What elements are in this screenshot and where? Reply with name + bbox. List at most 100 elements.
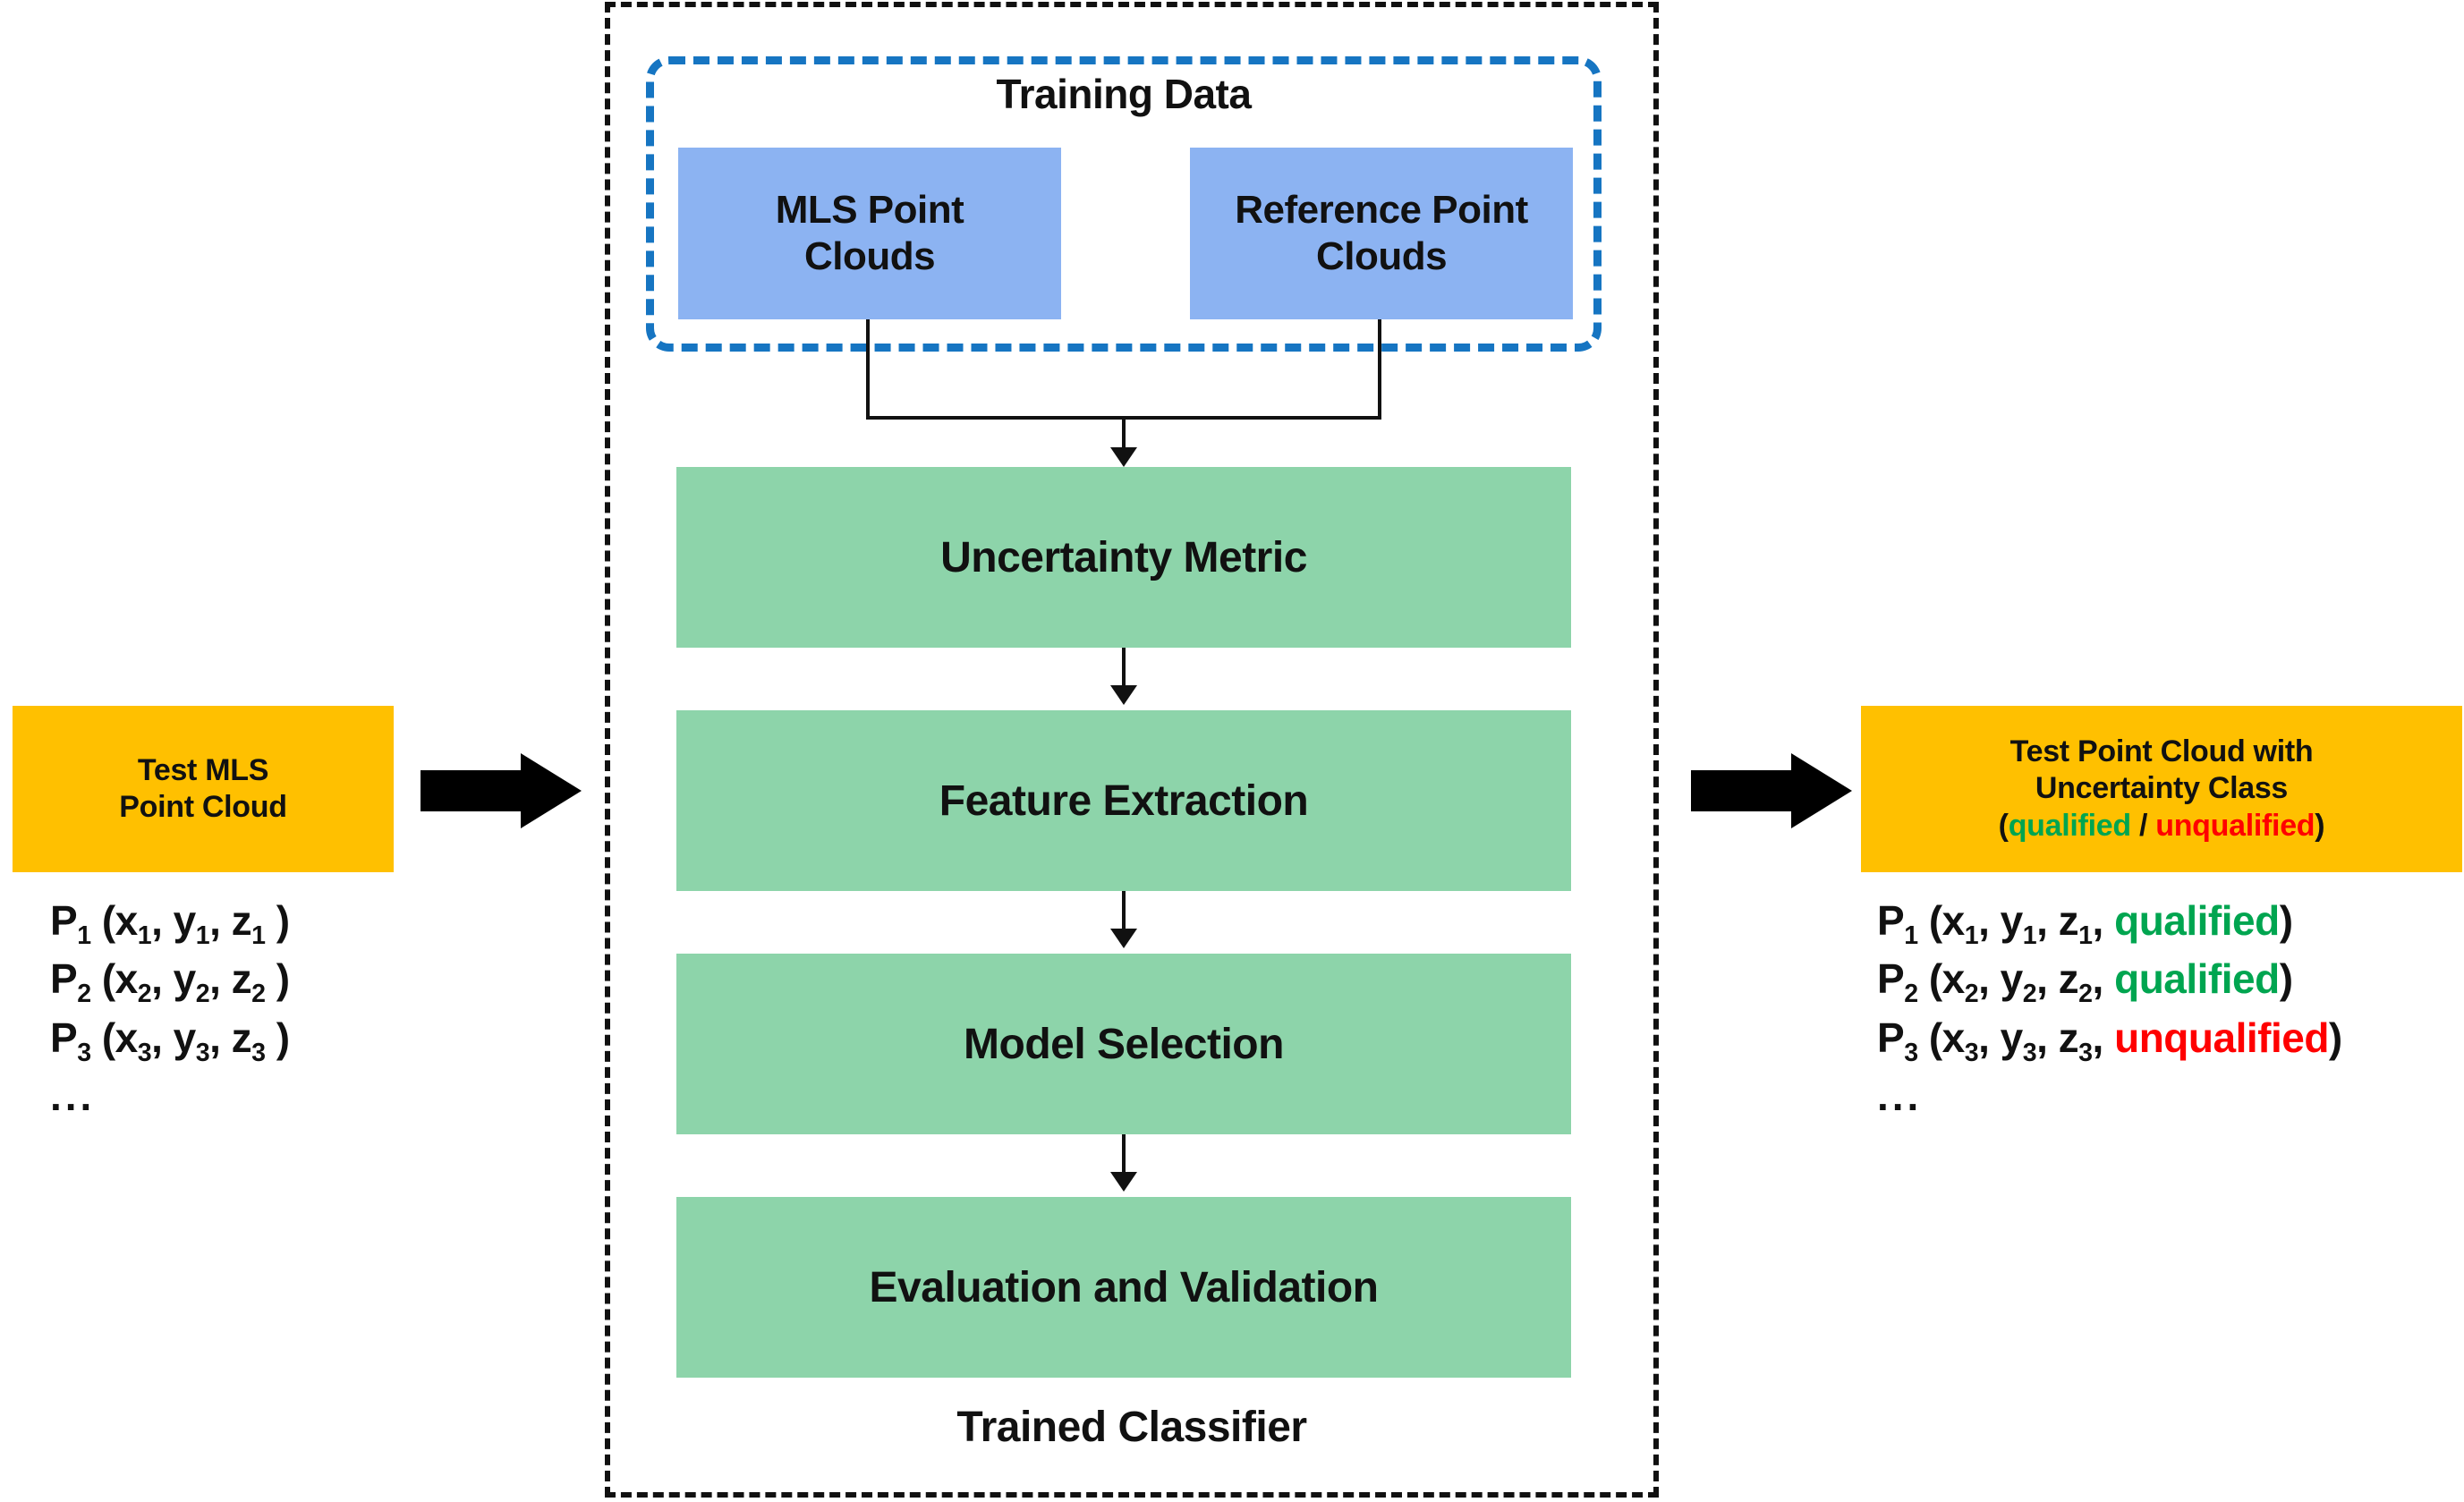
mls-line-1: MLS Point — [775, 188, 964, 233]
connector-mls-down — [866, 319, 870, 420]
output-p1-class: qualified — [2114, 897, 2280, 944]
output-point-row-3: P3 (x3, y3, z3, unqualified) — [1877, 1012, 2342, 1070]
training-data-frame — [646, 56, 1602, 352]
output-p3-y-sub: 3 — [2022, 1038, 2037, 1067]
output-p2-close: ) — [2279, 955, 2293, 1003]
output-p3-sep2: , z — [2036, 1014, 2079, 1061]
output-p3-z-sub: 3 — [2078, 1038, 2093, 1067]
input-p1-x-sub: 1 — [137, 921, 152, 951]
input-p2-sep2: , z — [209, 955, 252, 1003]
output-p3-open: (x — [1917, 1014, 1965, 1061]
source-box-reference-point-clouds[interactable]: Reference Point Clouds — [1190, 148, 1573, 319]
output-p2-sep1: , y — [1978, 955, 2023, 1003]
output-p3-symbol: P — [1877, 1014, 1905, 1061]
output-p2-sep3: , — [2092, 955, 2115, 1003]
input-point-row-3: P3 (x3, y3, z3 ) — [50, 1012, 290, 1070]
output-p1-close: ) — [2279, 897, 2293, 944]
output-paren-close: ) — [2315, 808, 2325, 843]
input-p1-close: ) — [265, 897, 290, 944]
input-p2-open: (x — [90, 955, 138, 1003]
input-p1-symbol: P — [50, 897, 78, 944]
input-p3-close: ) — [265, 1014, 290, 1061]
input-point-ellipsis: ... — [50, 1072, 96, 1119]
output-legend-qualified: qualified — [2008, 808, 2131, 843]
source-box-mls-point-clouds[interactable]: MLS Point Clouds — [678, 148, 1061, 319]
connector-stage1-to-stage2 — [1122, 648, 1126, 689]
input-p1-z-sub: 1 — [251, 921, 266, 951]
output-p2-y-sub: 2 — [2022, 980, 2037, 1009]
input-p2-y-sub: 2 — [195, 980, 210, 1009]
arrow-output-head — [1791, 753, 1852, 828]
input-point-list: P1 (x1, y1, z1 ) P2 (x2, y2, z2 ) P3 (x3… — [50, 895, 290, 1124]
input-p3-index: 3 — [77, 1038, 91, 1067]
input-point-row-1: P1 (x1, y1, z1 ) — [50, 895, 290, 953]
input-p3-x-sub: 3 — [137, 1038, 152, 1067]
input-point-row-2: P2 (x2, y2, z2 ) — [50, 953, 290, 1011]
arrowhead-to-feature-extraction — [1110, 685, 1137, 705]
output-p1-y-sub: 1 — [2022, 921, 2037, 951]
training-data-title: Training Data — [996, 71, 1252, 117]
output-p1-sep3: , — [2092, 897, 2115, 944]
input-p1-sep1: , y — [151, 897, 196, 944]
input-p2-close: ) — [265, 955, 290, 1003]
input-box-line-2: Point Cloud — [119, 790, 287, 824]
output-p1-open: (x — [1917, 897, 1965, 944]
output-p2-open: (x — [1917, 955, 1965, 1003]
input-box-line-1: Test MLS — [137, 752, 269, 787]
output-p3-index: 3 — [1904, 1038, 1918, 1067]
output-p2-x-sub: 2 — [1964, 980, 1979, 1009]
stage-model-selection[interactable]: Model Selection — [676, 954, 1571, 1134]
input-p1-y-sub: 1 — [195, 921, 210, 951]
stage-uncertainty-metric[interactable]: Uncertainty Metric — [676, 467, 1571, 648]
output-p1-index: 1 — [1904, 921, 1918, 951]
arrow-classifier-to-output — [1691, 753, 1852, 828]
input-p2-sep1: , y — [151, 955, 196, 1003]
input-p3-open: (x — [90, 1014, 138, 1061]
input-p1-index: 1 — [77, 921, 91, 951]
output-point-ellipsis: ... — [1877, 1072, 1923, 1119]
input-p3-sep1: , y — [151, 1014, 196, 1061]
stage-evaluation-and-validation-label: Evaluation and Validation — [869, 1263, 1379, 1311]
input-p2-index: 2 — [77, 980, 91, 1009]
reference-line-1: Reference Point — [1235, 188, 1528, 233]
output-point-row-2: P2 (x2, y2, z2, qualified) — [1877, 953, 2342, 1011]
output-p2-z-sub: 2 — [2078, 980, 2093, 1009]
output-p1-symbol: P — [1877, 897, 1905, 944]
output-p1-x-sub: 1 — [1964, 921, 1979, 951]
output-box-test-point-cloud-with-uncertainty-class[interactable]: Test Point Cloud with Uncertainty Class … — [1861, 706, 2462, 872]
stage-model-selection-label: Model Selection — [964, 1020, 1284, 1068]
output-p3-sep1: , y — [1978, 1014, 2023, 1061]
source-box-mls-label: MLS Point Clouds — [776, 187, 964, 280]
connector-merge-stem — [1122, 416, 1126, 452]
arrow-input-shaft — [421, 770, 526, 811]
output-paren-open: ( — [1998, 808, 2009, 843]
output-p3-class: unqualified — [2114, 1014, 2329, 1061]
output-point-list: P1 (x1, y1, z1, qualified) P2 (x2, y2, z… — [1877, 895, 2342, 1124]
connector-stage3-to-stage4 — [1122, 1134, 1126, 1175]
connector-reference-down — [1378, 319, 1381, 420]
trained-classifier-caption: Trained Classifier — [956, 1404, 1307, 1451]
input-p3-sep2: , z — [209, 1014, 252, 1061]
arrowhead-to-uncertainty-metric — [1110, 447, 1137, 467]
stage-uncertainty-metric-label: Uncertainty Metric — [940, 533, 1307, 581]
arrow-input-to-classifier — [421, 753, 582, 828]
source-box-reference-label: Reference Point Clouds — [1235, 187, 1528, 280]
output-p2-symbol: P — [1877, 955, 1905, 1003]
output-p3-x-sub: 3 — [1964, 1038, 1979, 1067]
arrowhead-to-evaluation-and-validation — [1110, 1172, 1137, 1192]
stage-feature-extraction[interactable]: Feature Extraction — [676, 710, 1571, 891]
trained-classifier-frame — [605, 2, 1659, 1498]
input-p2-symbol: P — [50, 955, 78, 1003]
input-p2-x-sub: 2 — [137, 980, 152, 1009]
output-p1-sep1: , y — [1978, 897, 2023, 944]
arrow-output-shaft — [1691, 770, 1797, 811]
output-box-line-1: Test Point Cloud with — [2009, 734, 2314, 768]
stage-evaluation-and-validation[interactable]: Evaluation and Validation — [676, 1197, 1571, 1378]
connector-stage2-to-stage3 — [1122, 891, 1126, 932]
input-box-label: Test MLS Point Cloud — [119, 752, 287, 827]
output-p2-sep2: , z — [2036, 955, 2079, 1003]
mls-line-2: Clouds — [803, 234, 936, 278]
input-box-test-mls-point-cloud[interactable]: Test MLS Point Cloud — [13, 706, 394, 872]
reference-line-2: Clouds — [1315, 234, 1448, 278]
output-legend-unqualified: unqualified — [2155, 808, 2315, 843]
